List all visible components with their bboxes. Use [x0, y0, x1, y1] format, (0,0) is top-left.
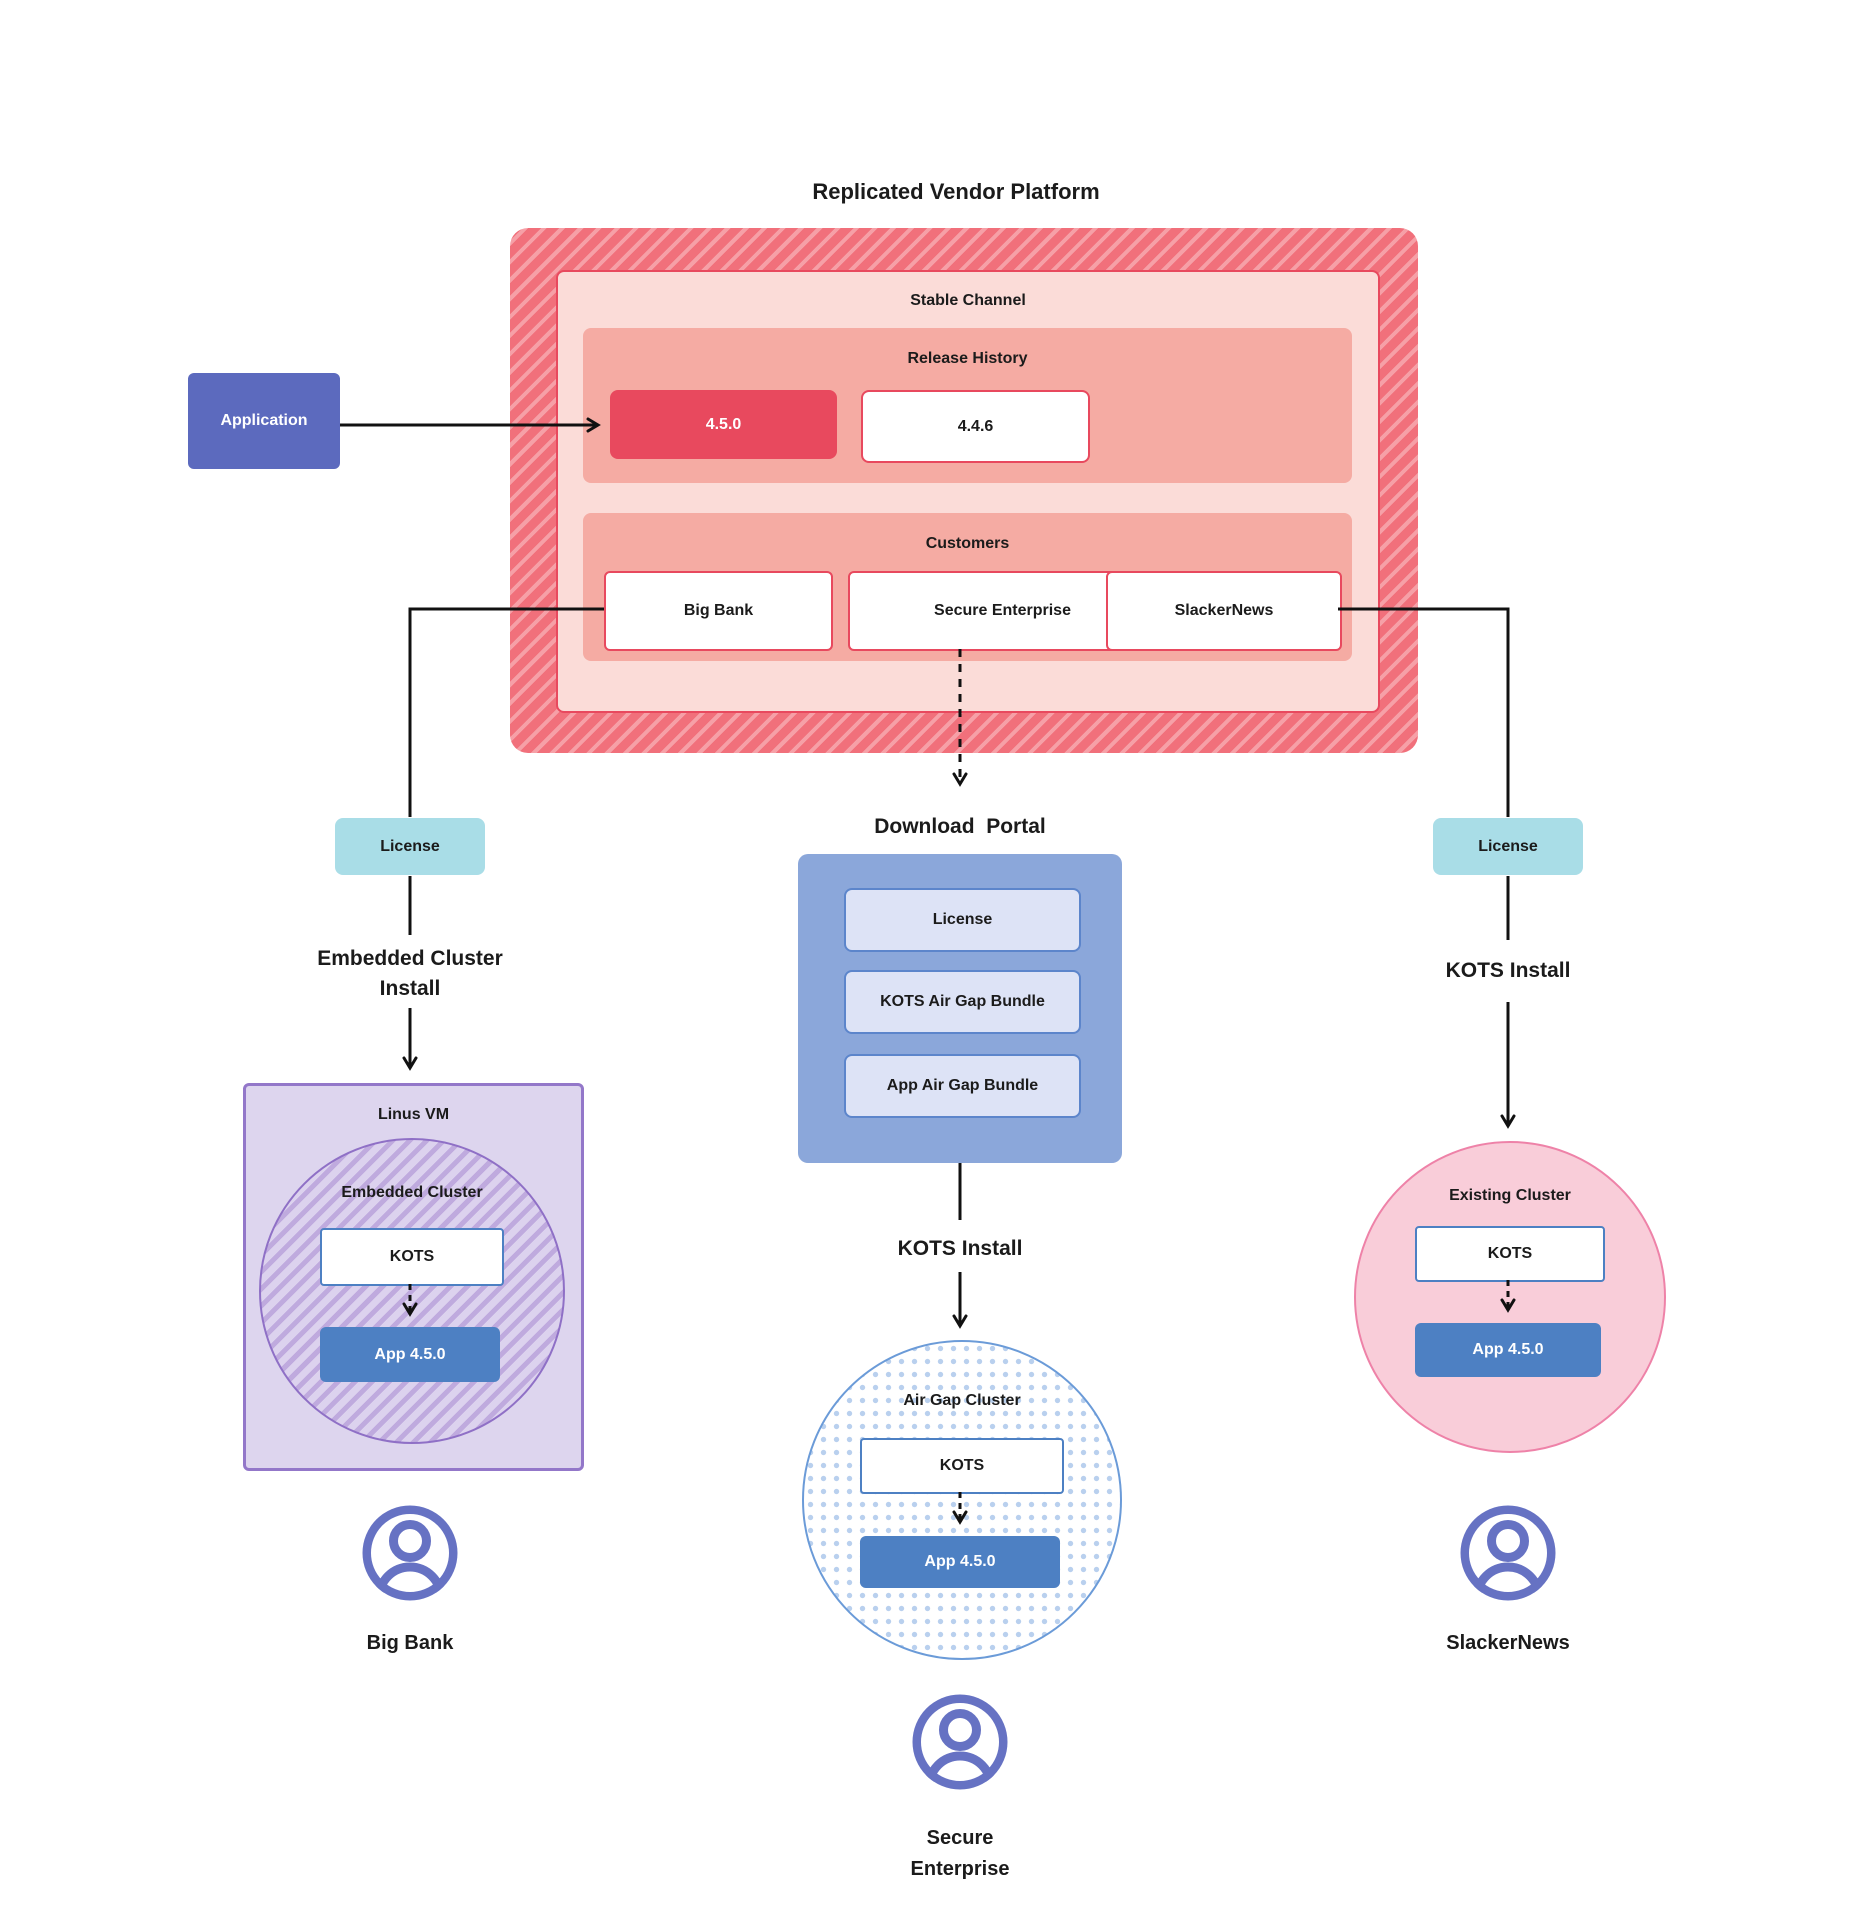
customer-name-secure-enterprise: Secure Enterprise: [910, 1827, 1010, 1880]
customer-card-label: Secure Enterprise: [934, 602, 1071, 620]
kots-install-label-middle: KOTS Install: [897, 1236, 1023, 1260]
embedded-cluster-circle: Embedded Cluster: [259, 1138, 565, 1444]
air-gap-cluster-circle: Air Gap Cluster: [802, 1340, 1122, 1660]
portal-item-label: App Air Gap Bundle: [886, 1077, 1039, 1094]
kots-label: KOTS: [1487, 1245, 1533, 1262]
existing-cluster-circle: Existing Cluster: [1354, 1141, 1666, 1453]
kots-install-label-right: KOTS Install: [1445, 958, 1571, 982]
portal-item-app-airgap-bundle: App Air Gap Bundle: [844, 1054, 1081, 1118]
linus-vm-label: Linus VM: [377, 1106, 450, 1123]
customer-name-slackernews: SlackerNews: [1446, 1631, 1570, 1654]
kots-label: KOTS: [389, 1248, 435, 1265]
kots-label: KOTS: [939, 1457, 985, 1474]
embedded-cluster-label: Embedded Cluster: [341, 1184, 483, 1201]
kots-box-right: KOTS: [1415, 1226, 1605, 1282]
customer-card-slackernews: SlackerNews: [1106, 571, 1342, 651]
license-label: License: [1478, 837, 1538, 855]
release-history-label: Release History: [907, 350, 1028, 367]
application-box: Application: [188, 373, 340, 469]
portal-item-license: License: [844, 888, 1081, 952]
stable-channel-label: Stable Channel: [910, 292, 1026, 309]
kots-box-left: KOTS: [320, 1228, 504, 1286]
application-label: Application: [220, 412, 308, 429]
customer-name-big-bank: Big Bank: [366, 1631, 454, 1654]
portal-item-label: License: [932, 911, 993, 928]
license-chip-right: License: [1433, 818, 1583, 875]
portal-item-label: KOTS Air Gap Bundle: [880, 993, 1045, 1010]
kots-box-middle: KOTS: [860, 1438, 1064, 1494]
user-icon: [912, 1694, 1008, 1790]
user-icon: [362, 1505, 458, 1601]
app-box-middle: App 4.5.0: [860, 1536, 1060, 1588]
app-label: App 4.5.0: [924, 1553, 996, 1570]
app-box-left: App 4.5.0: [320, 1327, 500, 1382]
license-chip-left: License: [335, 818, 485, 875]
customers-label: Customers: [925, 535, 1010, 552]
air-gap-cluster-label: Air Gap Cluster: [903, 1392, 1021, 1409]
license-label: License: [380, 837, 440, 855]
portal-item-kots-airgap-bundle: KOTS Air Gap Bundle: [844, 970, 1081, 1034]
release-450-label: 4.5.0: [705, 415, 742, 433]
embedded-cluster-install-label: Embedded Cluster Install: [317, 946, 503, 1000]
customer-card-secure-enterprise: Secure Enterprise: [848, 571, 1157, 651]
customer-card-label: Big Bank: [683, 602, 754, 620]
app-label: App 4.5.0: [374, 1345, 446, 1363]
release-446-label: 4.4.6: [957, 417, 994, 435]
app-label: App 4.5.0: [1472, 1341, 1544, 1358]
release-450-box: 4.5.0: [610, 390, 837, 459]
existing-cluster-label: Existing Cluster: [1449, 1187, 1571, 1204]
download-portal-box: License KOTS Air Gap Bundle App Air Gap …: [798, 854, 1122, 1163]
app-box-right: App 4.5.0: [1415, 1323, 1601, 1377]
download-portal-title: Download Portal: [874, 814, 1046, 838]
diagram-title: Replicated Vendor Platform: [812, 179, 1100, 204]
customer-card-label: SlackerNews: [1174, 602, 1274, 620]
user-icon: [1460, 1505, 1556, 1601]
release-446-box: 4.4.6: [861, 390, 1090, 463]
customer-card-big-bank: Big Bank: [604, 571, 833, 651]
